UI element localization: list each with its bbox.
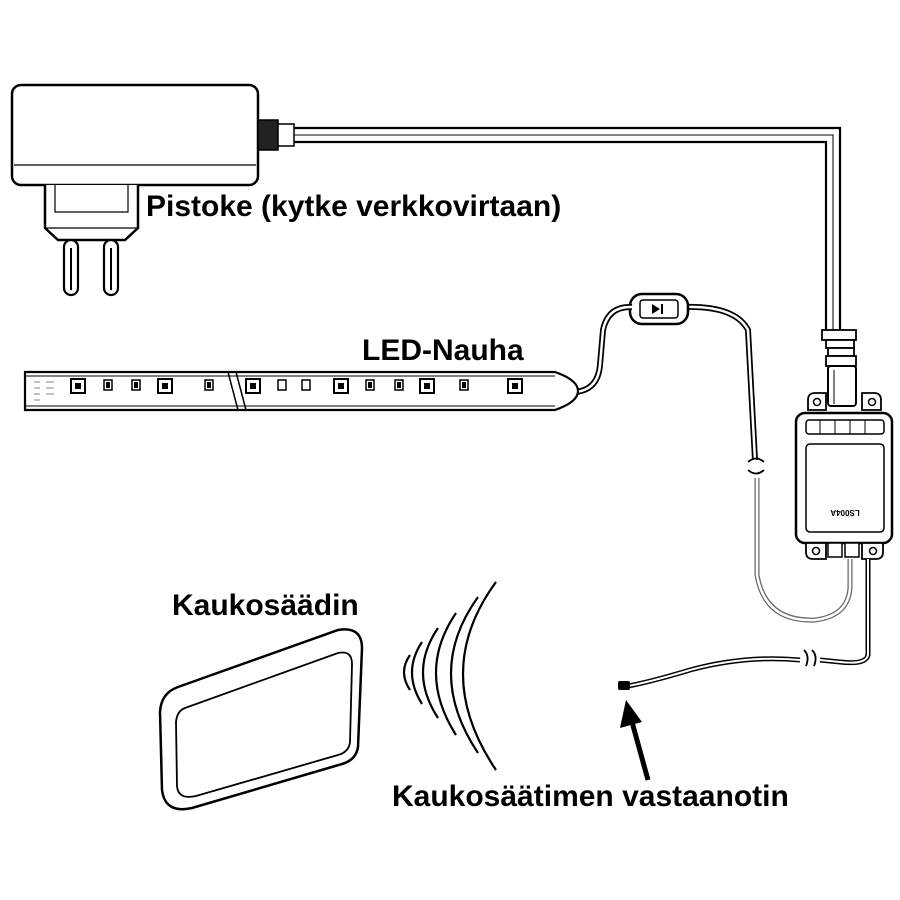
- controller-led-cable: [681, 303, 853, 623]
- remote-label: Kaukosäädin: [172, 589, 359, 622]
- receiver-arrow: [620, 700, 651, 781]
- inline-switch: [628, 292, 690, 326]
- controller-model-label: LS004A: [830, 508, 860, 517]
- ir-receiver-cable: [618, 559, 871, 690]
- controller-box: LS004A: [794, 392, 894, 560]
- power-adapter: [10, 83, 295, 187]
- remote-control: [158, 628, 364, 811]
- wall-plug: [43, 185, 140, 297]
- signal-waves: [402, 581, 497, 771]
- dc-connector: [821, 329, 857, 407]
- led-strip: [23, 370, 580, 412]
- receiver-label: Kaukosäätimen vastaanotin: [392, 780, 789, 813]
- plug-label: Pistoke (kytke verkkovirtaan): [146, 190, 562, 223]
- led-strip-label: LED-Nauha: [362, 334, 524, 367]
- power-cable: [294, 126, 842, 330]
- led-strip-cable: [574, 303, 633, 395]
